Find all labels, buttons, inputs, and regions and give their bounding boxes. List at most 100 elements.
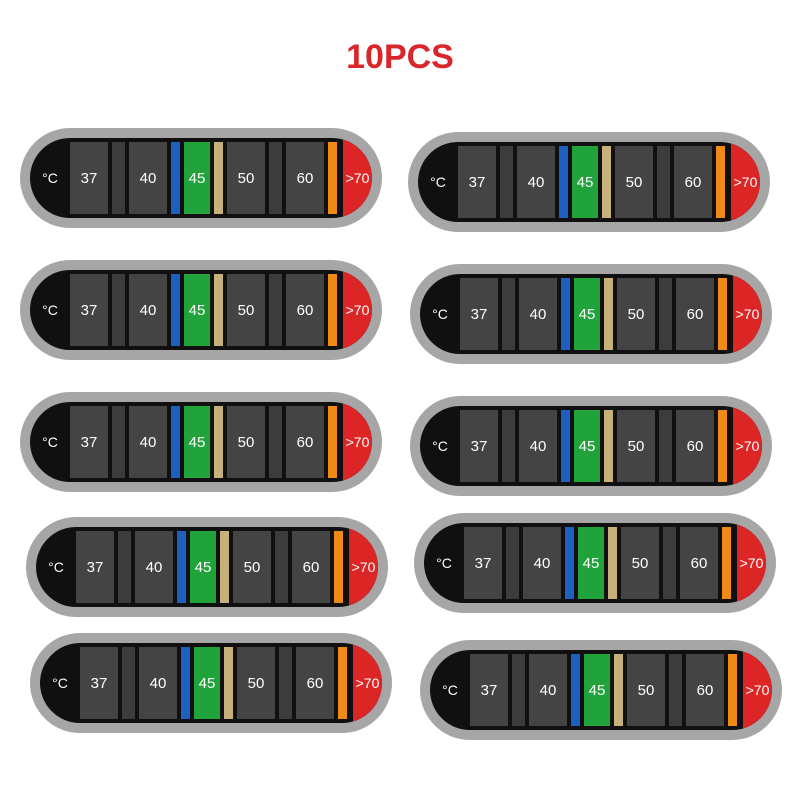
temp-cell-45: 45 — [572, 146, 598, 218]
tan-indicator-bar — [214, 406, 223, 478]
orange-indicator-bar — [328, 406, 337, 478]
temp-cell-60: 60 — [680, 527, 718, 599]
temp-cell-50: 50 — [227, 142, 265, 214]
tan-indicator-bar — [608, 527, 617, 599]
temp-cell-50: 50 — [627, 654, 665, 726]
separator-cell — [112, 142, 125, 214]
product-title: 10PCS — [346, 38, 454, 76]
celsius-unit-label: °C — [432, 306, 448, 322]
separator-cell — [663, 527, 676, 599]
separator-cell — [275, 531, 288, 603]
temp-cell-40: 40 — [129, 274, 167, 346]
celsius-unit-label: °C — [42, 302, 58, 318]
orange-indicator-bar — [334, 531, 343, 603]
blue-indicator-bar — [181, 647, 190, 719]
celsius-unit-label: °C — [436, 555, 452, 571]
temp-cell-50: 50 — [617, 278, 655, 350]
temp-cell-45: 45 — [190, 531, 216, 603]
temp-cell-40: 40 — [139, 647, 177, 719]
temp-cell-50: 50 — [227, 274, 265, 346]
temp-cell-60: 60 — [286, 406, 324, 478]
temp-cell-45: 45 — [574, 410, 600, 482]
temp-cell-45: 45 — [578, 527, 604, 599]
blue-indicator-bar — [571, 654, 580, 726]
temp-cell-37: 37 — [460, 410, 498, 482]
temp-cell-37: 37 — [70, 274, 108, 346]
temp-cell-60: 60 — [286, 274, 324, 346]
temp-cell-60: 60 — [296, 647, 334, 719]
temp-cell-37: 37 — [70, 142, 108, 214]
tan-indicator-bar — [214, 142, 223, 214]
tan-indicator-bar — [224, 647, 233, 719]
celsius-unit-label: °C — [42, 434, 58, 450]
orange-indicator-bar — [716, 146, 725, 218]
temp-cell-50: 50 — [237, 647, 275, 719]
separator-cell — [269, 142, 282, 214]
separator-cell — [269, 274, 282, 346]
temp-cell-over-70: >70 — [353, 643, 382, 723]
temp-cell-40: 40 — [517, 146, 555, 218]
temp-cell-37: 37 — [470, 654, 508, 726]
temp-cell-60: 60 — [292, 531, 330, 603]
blue-indicator-bar — [171, 274, 180, 346]
temp-cell-45: 45 — [194, 647, 220, 719]
separator-cell — [500, 146, 513, 218]
orange-indicator-bar — [338, 647, 347, 719]
temp-cell-37: 37 — [70, 406, 108, 478]
temp-cell-60: 60 — [676, 278, 714, 350]
separator-cell — [659, 278, 672, 350]
tan-indicator-bar — [602, 146, 611, 218]
temp-cell-over-70: >70 — [343, 270, 372, 350]
tan-indicator-bar — [604, 410, 613, 482]
separator-cell — [279, 647, 292, 719]
separator-cell — [112, 274, 125, 346]
orange-indicator-bar — [328, 274, 337, 346]
temp-cell-45: 45 — [184, 142, 210, 214]
celsius-unit-label: °C — [442, 682, 458, 698]
celsius-unit-label: °C — [42, 170, 58, 186]
temp-cell-50: 50 — [227, 406, 265, 478]
temp-cell-37: 37 — [76, 531, 114, 603]
temp-cell-40: 40 — [519, 410, 557, 482]
orange-indicator-bar — [722, 527, 731, 599]
temp-cell-over-70: >70 — [343, 402, 372, 482]
orange-indicator-bar — [718, 410, 727, 482]
blue-indicator-bar — [171, 142, 180, 214]
temp-cell-45: 45 — [184, 274, 210, 346]
temp-cell-over-70: >70 — [733, 274, 762, 354]
celsius-unit-label: °C — [48, 559, 64, 575]
temp-cell-45: 45 — [574, 278, 600, 350]
orange-indicator-bar — [718, 278, 727, 350]
blue-indicator-bar — [177, 531, 186, 603]
celsius-unit-label: °C — [52, 675, 68, 691]
temp-cell-37: 37 — [464, 527, 502, 599]
temp-cell-40: 40 — [129, 406, 167, 478]
separator-cell — [502, 278, 515, 350]
temp-cell-40: 40 — [135, 531, 173, 603]
temp-cell-60: 60 — [674, 146, 712, 218]
separator-cell — [659, 410, 672, 482]
tan-indicator-bar — [614, 654, 623, 726]
blue-indicator-bar — [565, 527, 574, 599]
blue-indicator-bar — [171, 406, 180, 478]
temp-cell-37: 37 — [458, 146, 496, 218]
temp-cell-45: 45 — [184, 406, 210, 478]
separator-cell — [502, 410, 515, 482]
temp-cell-50: 50 — [617, 410, 655, 482]
temp-cell-over-70: >70 — [737, 523, 766, 603]
separator-cell — [512, 654, 525, 726]
